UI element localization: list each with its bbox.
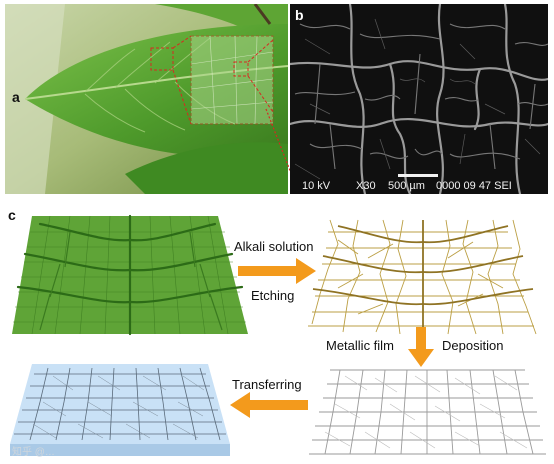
gold-skeleton-tile bbox=[308, 219, 537, 336]
sem-scale: 500 µm bbox=[388, 180, 425, 192]
sem-code: 0000 09 47 SEI bbox=[436, 180, 512, 192]
label-transferring: Transferring bbox=[232, 377, 302, 392]
label-etching: Etching bbox=[251, 288, 295, 303]
watermark-text: 知乎 @… bbox=[12, 447, 55, 458]
label-deposition: Deposition bbox=[442, 338, 504, 353]
metal-network-tile bbox=[309, 369, 546, 455]
arrow-deposition bbox=[408, 327, 434, 367]
sem-info-bar: 10 kV X30 500 µm 0000 09 47 SEI bbox=[302, 181, 542, 193]
label-metallic-film: Metallic film bbox=[326, 338, 394, 353]
panel-a-photo bbox=[5, 4, 288, 194]
sem-image bbox=[290, 4, 548, 194]
sem-magnification: X30 bbox=[356, 180, 376, 192]
green-leaf-tile bbox=[12, 214, 248, 336]
leaf-photo bbox=[5, 4, 288, 194]
arrow-transferring bbox=[230, 392, 308, 418]
panel-b-sem: 10 kV X30 500 µm 0000 09 47 SEI bbox=[290, 4, 548, 194]
panel-label-b: b bbox=[295, 7, 304, 23]
panel-label-c: c bbox=[8, 207, 16, 223]
substrate-tile bbox=[10, 364, 230, 456]
arrow-etching bbox=[238, 258, 316, 284]
sem-voltage: 10 kV bbox=[302, 180, 331, 192]
panel-label-a: a bbox=[12, 89, 20, 105]
label-alkali-solution: Alkali solution bbox=[234, 239, 314, 254]
